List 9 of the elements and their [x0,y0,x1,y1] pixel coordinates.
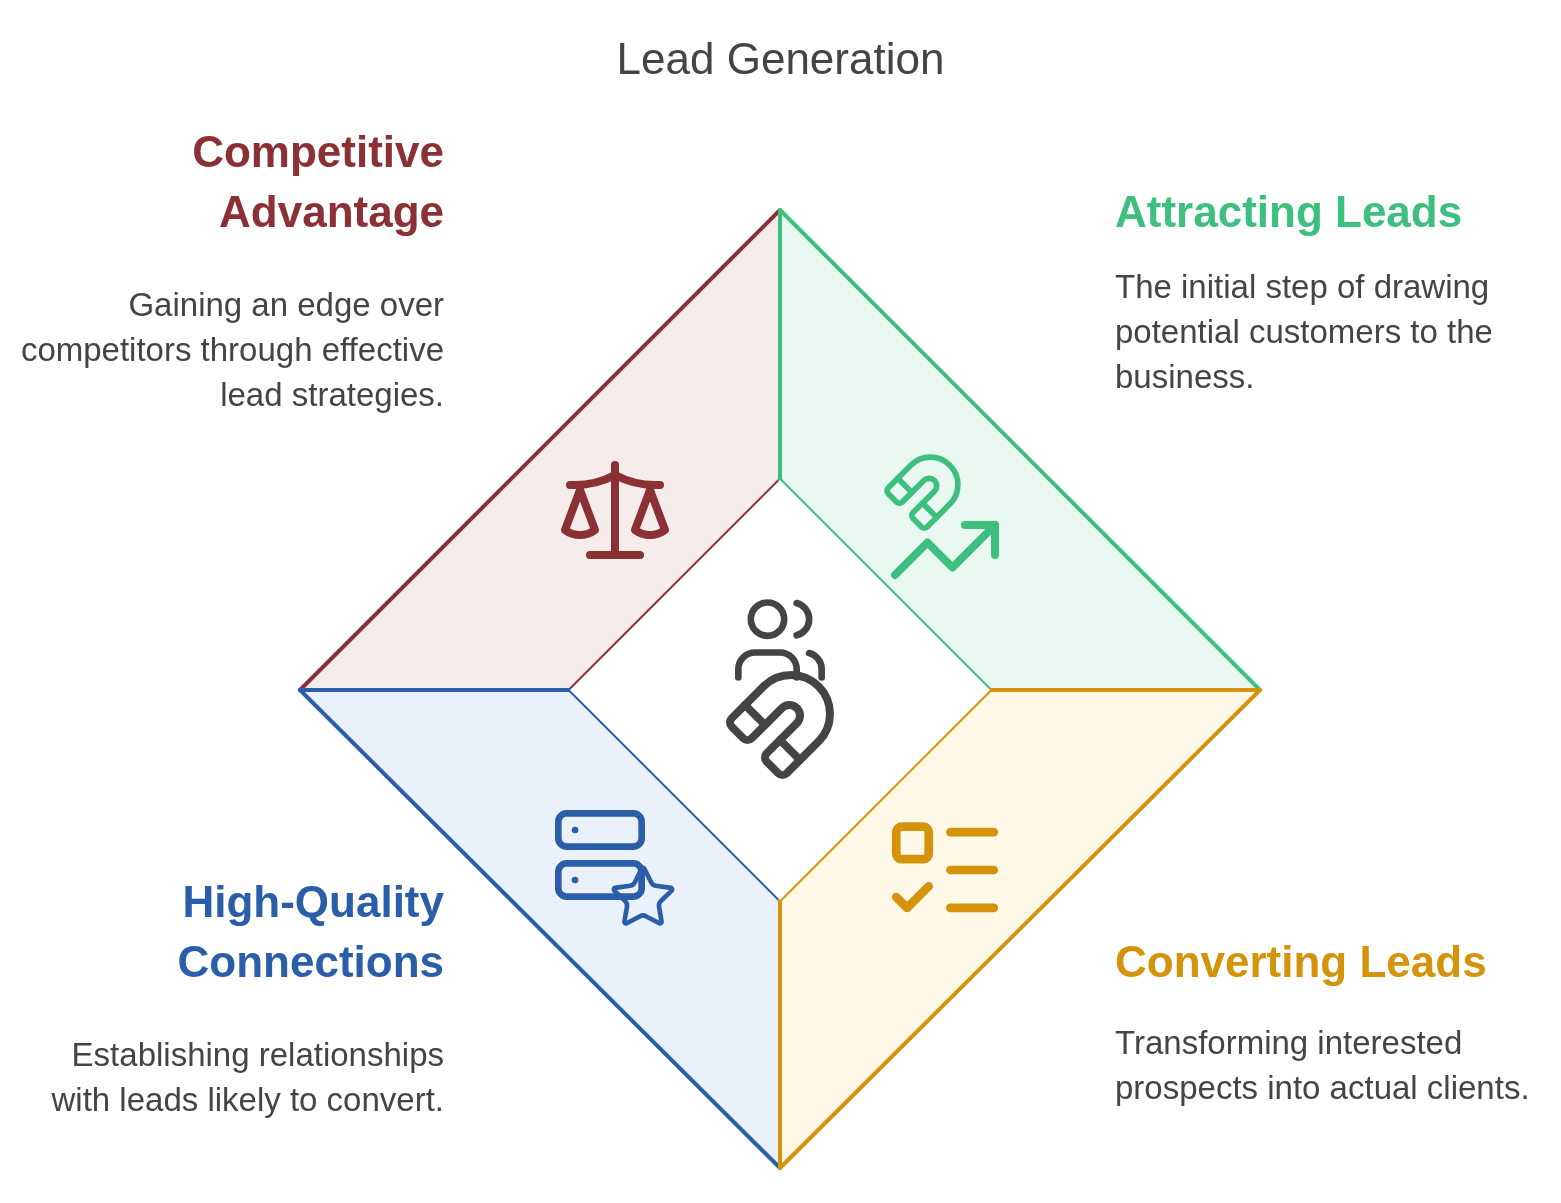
quadrant-description: Establishing relationships with leads likely to convert. [50,1035,444,1120]
quadrant-heading: Converting Leads [1115,936,1487,988]
quadrant-description: The initial step of drawing potential customers to the business. [1115,267,1494,397]
quadrant-heading: High-Quality Connections [176,876,444,988]
diagram-title: Lead Generation [615,34,946,84]
quadrant-description: Transforming interested prospects into actual clients. [1115,1023,1531,1108]
quadrant-description: Gaining an edge over competitors through effective lead strategies. [19,285,444,415]
quadrant-heading: Attracting Leads [1115,186,1463,238]
quadrant-heading: Competitive Advantage [191,126,444,238]
